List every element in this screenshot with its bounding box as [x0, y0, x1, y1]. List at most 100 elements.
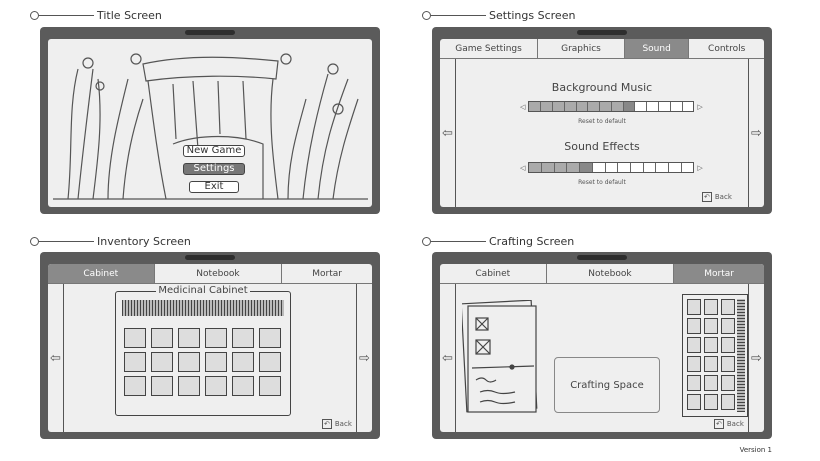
slider-segment[interactable]	[529, 163, 543, 172]
tab-cabinet[interactable]: Cabinet	[440, 264, 547, 283]
settings-button[interactable]: Settings	[183, 163, 245, 175]
increase-icon[interactable]: ▷	[697, 163, 703, 172]
inventory-slot[interactable]	[687, 299, 701, 315]
tab-sound[interactable]: Sound	[624, 39, 690, 58]
inventory-slot[interactable]	[178, 352, 200, 372]
inventory-slot[interactable]	[704, 375, 718, 391]
inventory-slot[interactable]	[178, 328, 200, 348]
slider-segment[interactable]	[552, 102, 565, 111]
inventory-slot[interactable]	[151, 376, 173, 396]
inventory-slot[interactable]	[721, 337, 735, 353]
increase-icon[interactable]: ▷	[697, 102, 703, 111]
slider-segment[interactable]	[600, 102, 612, 111]
slider-segment[interactable]	[623, 102, 636, 111]
inventory-slot[interactable]	[205, 328, 227, 348]
inventory-slot[interactable]	[704, 299, 718, 315]
inventory-slot[interactable]	[232, 328, 254, 348]
inventory-slot[interactable]	[124, 352, 146, 372]
inventory-slot[interactable]	[259, 376, 281, 396]
inventory-slot[interactable]	[687, 394, 701, 410]
crafting-space[interactable]: Crafting Space	[554, 357, 660, 413]
inventory-slot[interactable]	[124, 376, 146, 396]
inventory-slot[interactable]	[259, 328, 281, 348]
slider-segment[interactable]	[643, 163, 657, 172]
inventory-slot[interactable]	[704, 318, 718, 334]
tab-notebook[interactable]: Notebook	[547, 264, 675, 283]
music-reset-link[interactable]: Reset to default	[578, 118, 626, 125]
crafting-screen-frame: Cabinet Notebook Mortar ⇦ ⇨ Crafting Spa…	[432, 252, 772, 439]
slider-segment[interactable]	[656, 163, 669, 172]
tab-mortar[interactable]: Mortar	[674, 264, 764, 283]
inventory-slot[interactable]	[124, 328, 146, 348]
inventory-slot[interactable]	[721, 375, 735, 391]
inventory-slot[interactable]	[205, 376, 227, 396]
notebook-sketch[interactable]	[462, 300, 542, 418]
exit-button[interactable]: Exit	[189, 181, 239, 193]
sound-effects-slider[interactable]: ◁▷	[520, 162, 703, 173]
prev-arrow-icon[interactable]: ⇦	[440, 284, 456, 432]
slider-segment[interactable]	[668, 163, 682, 172]
inventory-slot[interactable]	[721, 356, 735, 372]
slider-segment[interactable]	[647, 102, 659, 111]
slider-segment[interactable]	[630, 163, 644, 172]
next-arrow-icon[interactable]: ⇨	[748, 59, 764, 207]
inventory-slot[interactable]	[205, 352, 227, 372]
slider-segment[interactable]	[580, 163, 593, 172]
cabinet-title: Medicinal Cabinet	[156, 285, 250, 296]
tab-graphics[interactable]: Graphics	[538, 39, 625, 58]
cabinet-lid	[122, 300, 284, 316]
inventory-slot[interactable]	[151, 328, 173, 348]
tab-controls[interactable]: Controls	[708, 44, 746, 54]
slider-segment[interactable]	[576, 102, 589, 111]
inventory-slot[interactable]	[687, 318, 701, 334]
slider-segment[interactable]	[670, 102, 683, 111]
decrease-icon[interactable]: ◁	[520, 163, 526, 172]
slider-segment[interactable]	[542, 163, 555, 172]
background-music-slider[interactable]: ◁▷	[520, 101, 703, 112]
effects-reset-link[interactable]: Reset to default	[578, 179, 626, 186]
inventory-slot[interactable]	[687, 337, 701, 353]
prev-arrow-icon[interactable]: ⇦	[440, 59, 456, 207]
slider-segment[interactable]	[682, 102, 694, 111]
cabinet-side[interactable]	[682, 294, 748, 417]
inventory-slot[interactable]	[704, 394, 718, 410]
slider-segment[interactable]	[611, 102, 624, 111]
tab-mortar[interactable]: Mortar	[312, 269, 342, 279]
inventory-slot[interactable]	[704, 337, 718, 353]
version-label: Version 1	[739, 446, 772, 454]
next-arrow-icon[interactable]: ⇨	[356, 284, 372, 432]
slider-segment[interactable]	[605, 163, 619, 172]
back-button[interactable]: ↶Back	[322, 419, 352, 429]
slider-segment[interactable]	[635, 102, 648, 111]
inventory-slot[interactable]	[232, 376, 254, 396]
prev-arrow-icon[interactable]: ⇦	[48, 284, 64, 432]
next-arrow-icon[interactable]: ⇨	[748, 284, 764, 432]
tab-game-settings[interactable]: Game Settings	[440, 39, 539, 58]
tab-notebook[interactable]: Notebook	[155, 264, 283, 283]
slider-segment[interactable]	[588, 102, 601, 111]
tab-cabinet[interactable]: Cabinet	[48, 264, 155, 283]
slider-segment[interactable]	[529, 102, 542, 111]
inventory-slot[interactable]	[259, 352, 281, 372]
new-game-button[interactable]: New Game	[183, 145, 245, 157]
inventory-slot[interactable]	[178, 376, 200, 396]
inventory-slot[interactable]	[721, 318, 735, 334]
inventory-slot[interactable]	[151, 352, 173, 372]
decrease-icon[interactable]: ◁	[520, 102, 526, 111]
back-button[interactable]: ↶Back	[702, 192, 732, 202]
inventory-slot[interactable]	[687, 356, 701, 372]
slider-segment[interactable]	[681, 163, 694, 172]
back-button[interactable]: ↶Back	[714, 419, 744, 429]
slider-segment[interactable]	[618, 163, 631, 172]
inventory-slot[interactable]	[721, 394, 735, 410]
slider-segment[interactable]	[592, 163, 606, 172]
slider-segment[interactable]	[658, 102, 671, 111]
inventory-slot[interactable]	[704, 356, 718, 372]
slider-segment[interactable]	[567, 163, 581, 172]
slider-segment[interactable]	[564, 102, 577, 111]
slider-segment[interactable]	[554, 163, 568, 172]
inventory-slot[interactable]	[232, 352, 254, 372]
inventory-slot[interactable]	[721, 299, 735, 315]
slider-segment[interactable]	[541, 102, 553, 111]
inventory-slot[interactable]	[687, 375, 701, 391]
